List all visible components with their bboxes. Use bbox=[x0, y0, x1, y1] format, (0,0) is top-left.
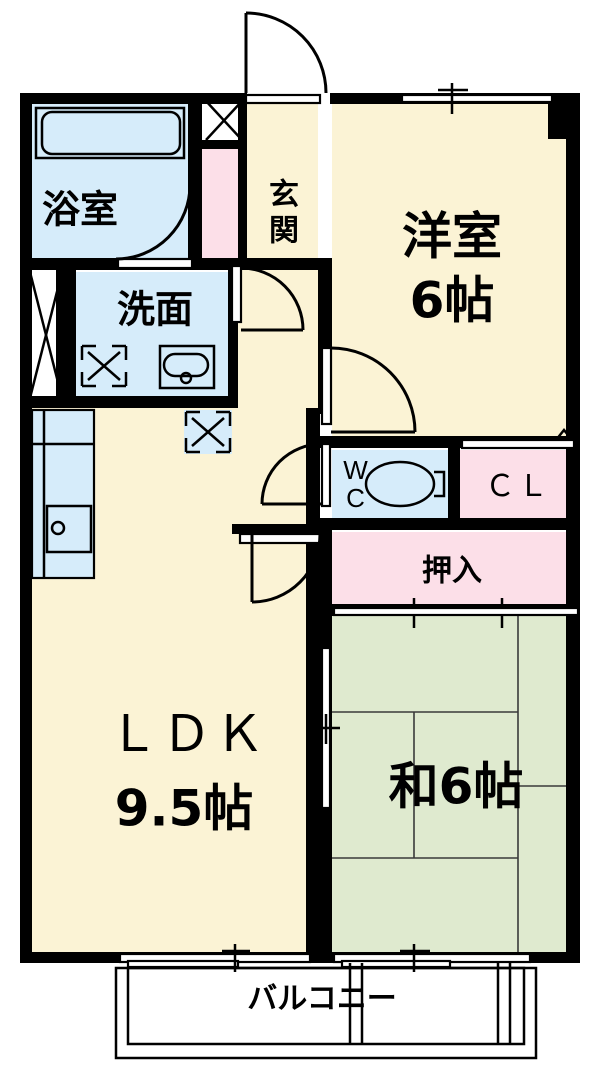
door-washroom bbox=[230, 264, 305, 332]
bathtub-icon bbox=[34, 106, 186, 160]
room-fill-corridor bbox=[232, 260, 320, 410]
window-north-western-room bbox=[400, 93, 554, 104]
fixtures bbox=[28, 100, 577, 580]
label-wc-w: W bbox=[343, 455, 371, 485]
wall-laundry-left bbox=[56, 266, 66, 402]
wall-corridor-door-head bbox=[232, 524, 324, 534]
door-entry bbox=[244, 11, 328, 105]
wall-washroom-bottom bbox=[20, 396, 232, 408]
wall-corridor-left-upper bbox=[228, 266, 238, 408]
doors bbox=[115, 11, 417, 604]
room-fill-genkan bbox=[246, 102, 318, 260]
label-ldk-area: 9.5帖 bbox=[115, 780, 254, 838]
shoebox-icon bbox=[205, 100, 243, 141]
door-ldk bbox=[238, 532, 324, 604]
wall-laundry-right bbox=[64, 266, 76, 402]
aircon-arrows-ldk-icon bbox=[184, 410, 232, 454]
wall-wc-bottom bbox=[320, 518, 580, 530]
tatami-mat-lines bbox=[332, 616, 578, 956]
washbasin-icon bbox=[158, 344, 216, 390]
label-ldk: ＬＤＫ bbox=[109, 706, 268, 762]
label-genkan-1: 玄 bbox=[269, 178, 299, 213]
room-fill-oshiire bbox=[332, 532, 578, 608]
wall-ldk-right bbox=[306, 408, 320, 956]
wall-shoebox-bottom bbox=[200, 140, 246, 149]
room-fill-cl bbox=[460, 450, 578, 522]
room-fills bbox=[28, 100, 578, 956]
wall-genkan-left bbox=[238, 93, 247, 263]
label-cl: ＣＬ bbox=[485, 470, 551, 503]
room-fill-bathroom bbox=[30, 102, 188, 260]
label-genkan-2: 関 bbox=[269, 214, 299, 249]
balcony-outline bbox=[114, 963, 538, 1060]
label-balcony: バルコニー bbox=[247, 982, 396, 1017]
wall-corridor-right-lower bbox=[318, 520, 332, 620]
washing-machine-icon bbox=[28, 271, 64, 399]
wall-wc-right bbox=[448, 440, 460, 526]
toilet-icon bbox=[364, 460, 446, 508]
wall-genkan-bottom bbox=[244, 258, 324, 270]
door-bathroom bbox=[115, 184, 194, 270]
wall-top-left bbox=[20, 93, 246, 104]
door-western-room bbox=[320, 346, 417, 434]
label-bathroom: 浴室 bbox=[42, 188, 118, 232]
label-oshiire: 押入 bbox=[422, 554, 482, 589]
room-labels: 浴室 玄 関 洗面 洋室 6帖 W C ＣＬ 押入 ＬＤＫ 9.5帖 和6帖 バ… bbox=[42, 178, 551, 1017]
label-wc-c: C bbox=[346, 483, 368, 513]
label-japanese-room: 和6帖 bbox=[389, 758, 524, 816]
label-western-room-area: 6帖 bbox=[410, 272, 495, 330]
door-wc bbox=[260, 442, 332, 508]
kitchen-counter-icon bbox=[30, 408, 96, 580]
windows bbox=[118, 83, 580, 972]
bathtub-inner bbox=[40, 110, 182, 156]
room-fill-western-room bbox=[332, 102, 566, 438]
kitchen-sink-icon bbox=[45, 504, 93, 554]
room-fill-entrance-closet bbox=[202, 148, 242, 260]
label-western-room: 洋室 bbox=[402, 208, 502, 266]
wall-left-outer bbox=[20, 93, 32, 963]
aircon-arrows-washroom-icon bbox=[80, 344, 128, 388]
label-washroom: 洗面 bbox=[117, 288, 193, 332]
